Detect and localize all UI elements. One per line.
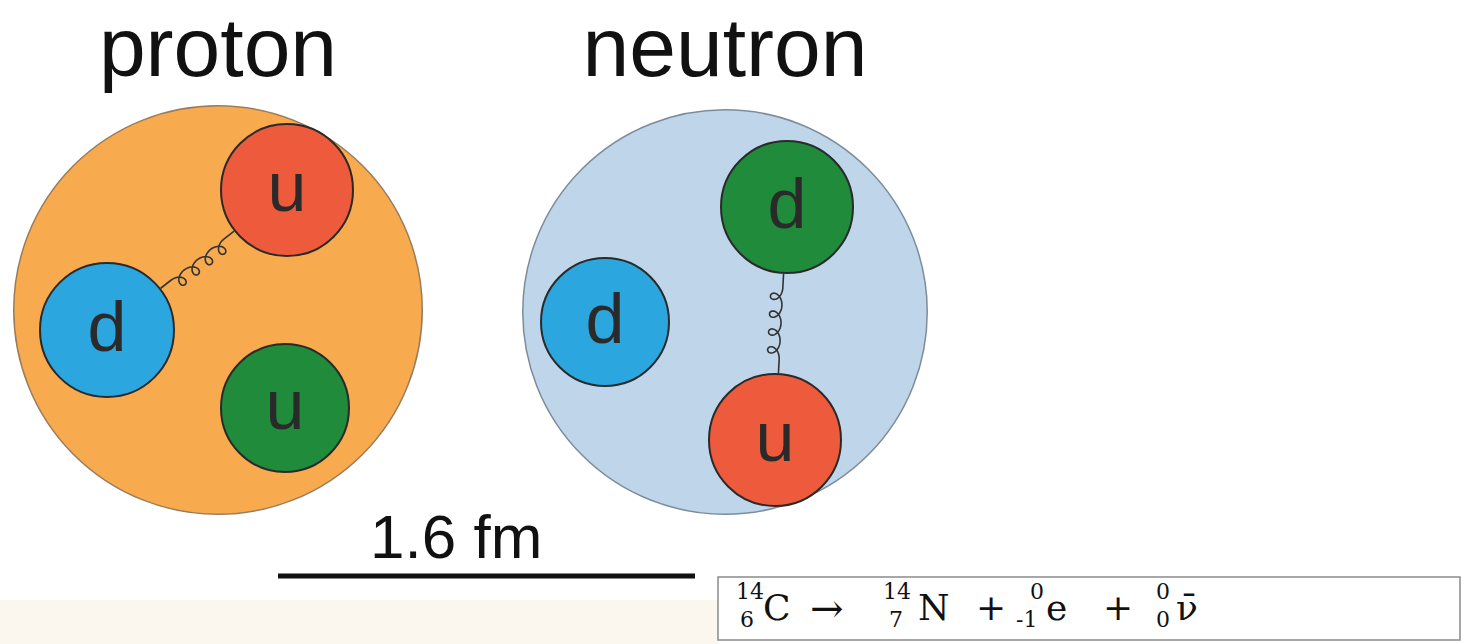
- particle-name: neutron: [522, 5, 928, 89]
- circle-outline: [14, 106, 423, 515]
- quark-circle: d: [540, 257, 670, 387]
- quark-circle: u: [708, 373, 842, 507]
- equation-term: +: [1103, 590, 1133, 626]
- scale-bar: [278, 574, 695, 579]
- quark-circle: u: [220, 123, 354, 257]
- circle-outline: [709, 374, 841, 506]
- equation-term: 0: [1156, 609, 1170, 631]
- circle-outline: [221, 124, 353, 256]
- circle-outline: [721, 141, 853, 273]
- equation-term: 14: [883, 581, 911, 603]
- neutron-circle: neutronddu: [522, 109, 928, 515]
- circle-outline: [523, 110, 928, 515]
- floor-strip: [0, 600, 718, 644]
- equation-term: +: [976, 590, 1006, 626]
- quark-label: d: [88, 292, 127, 362]
- quark-circle: d: [720, 140, 854, 274]
- circle-outline: [40, 263, 174, 397]
- equation-term: N: [918, 590, 950, 626]
- equation-term: C: [763, 590, 791, 626]
- equation-term: →: [810, 588, 844, 628]
- circle-outline: [221, 344, 349, 472]
- equation-term: 14: [736, 581, 764, 603]
- equation-box: 14 6C → 14 7N +0 -1 e +0 0 ν̄: [718, 577, 1460, 640]
- equation-term: 0: [1030, 581, 1044, 603]
- circle-outline: [541, 258, 669, 386]
- quark-label: u: [268, 152, 307, 222]
- quark-circle: u: [220, 343, 350, 473]
- quark-circle: d: [39, 262, 175, 398]
- equation-term: e: [1046, 590, 1067, 626]
- equation-term: 0: [1156, 581, 1170, 603]
- proton-circle: protonudu: [13, 105, 423, 515]
- particle-name: proton: [13, 5, 423, 89]
- equation-term: -1: [1016, 609, 1037, 631]
- box-outline: [718, 577, 1460, 640]
- scale-label: 1.6 fm: [370, 506, 542, 568]
- quark-label: d: [768, 169, 807, 239]
- equation-term: 6: [740, 609, 754, 631]
- quark-label: u: [266, 370, 305, 440]
- equation-term: 7: [889, 609, 903, 631]
- quark-label: u: [756, 402, 795, 472]
- equation-term: ν̄: [1176, 590, 1198, 626]
- quark-label: d: [586, 284, 625, 354]
